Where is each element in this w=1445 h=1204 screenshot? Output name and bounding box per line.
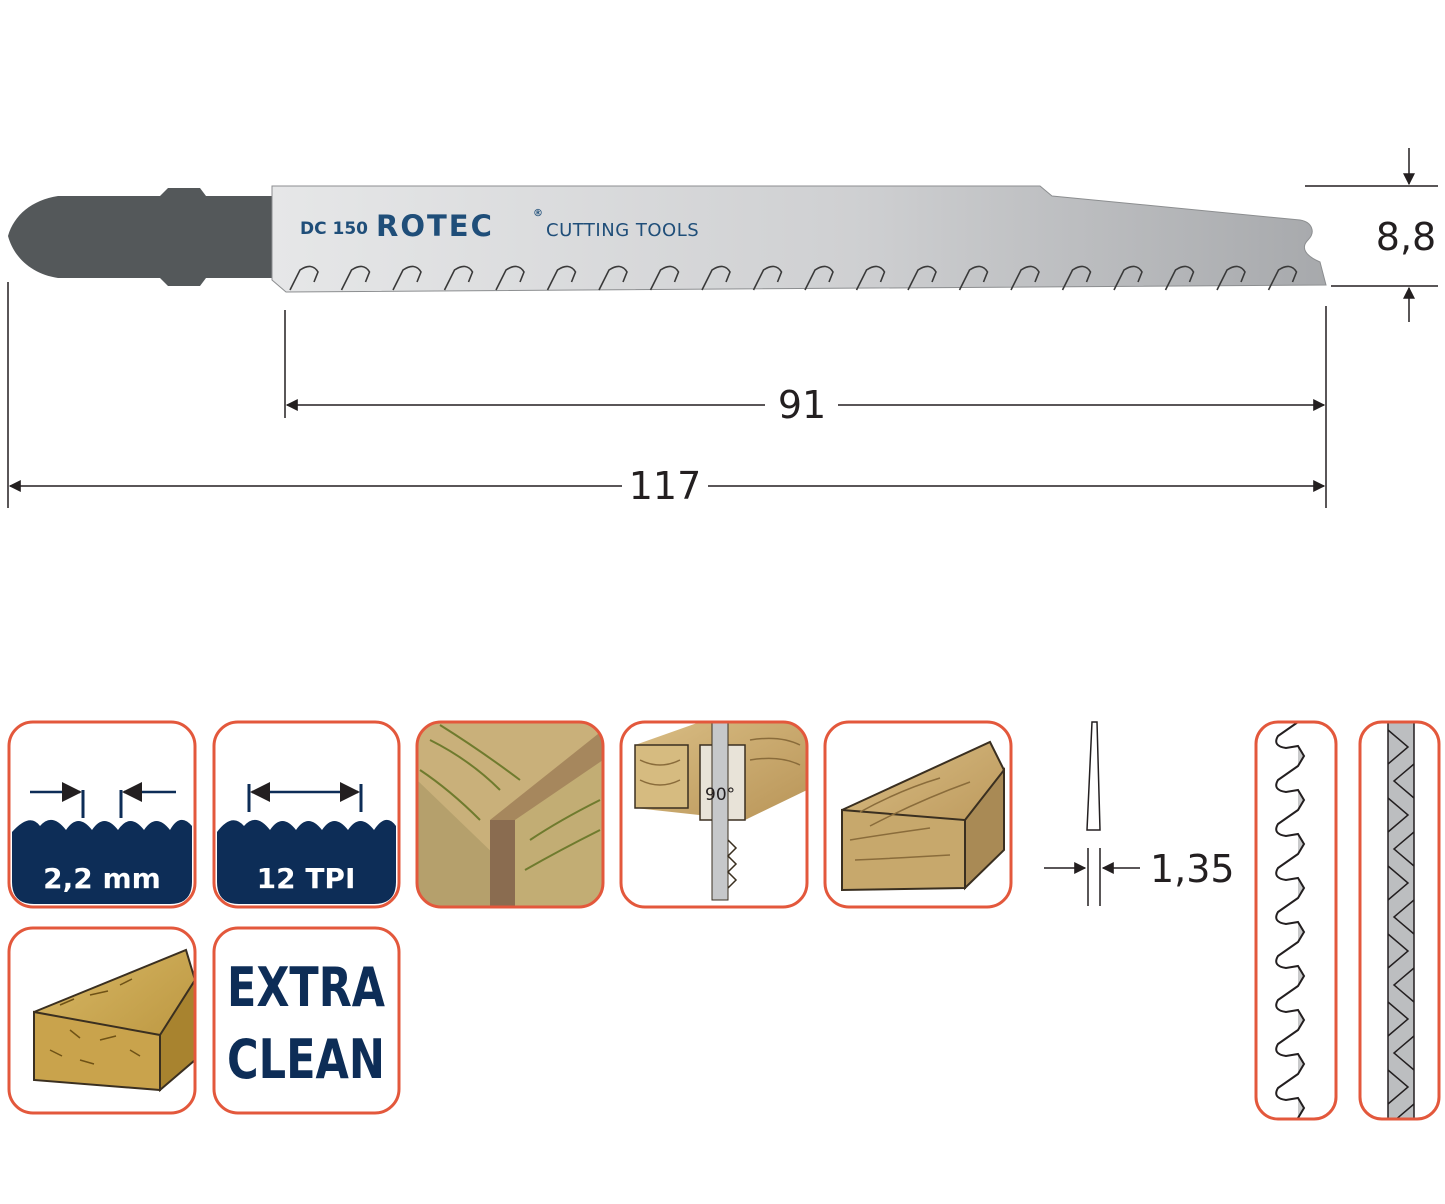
blade-shank [8,188,272,286]
blade-model-label: DC 150 [300,219,368,239]
working-length-value: 91 [778,383,826,427]
blade-height-value: 8,8 [1376,215,1436,259]
total-length-value: 117 [629,464,702,508]
saw-blade: DC 150 ROTEC ® CUTTING TOOLS [8,185,1327,293]
tooth-pitch-label: 2,2 mm [43,862,161,895]
dimension-lines [7,148,1438,508]
thickness-value: 1,35 [1150,847,1235,891]
registered-mark: ® [533,208,543,219]
blade-tagline: CUTTING TOOLS [546,220,699,241]
blade-tooth-outline [289,265,1298,291]
tooth-set-icon [1358,720,1441,1121]
extra-clean-line1: EXTRA [227,956,385,1019]
extra-clean-line2: CLEAN [227,1028,385,1091]
straight-cut-90-icon: 90° [619,720,809,909]
solid-wood-icon [823,720,1013,909]
blade-teeth [289,265,1298,291]
brand-logo: ROTEC [376,209,494,243]
angle-label: 90° [705,785,735,805]
tooth-profile-icon [1254,720,1338,1121]
tpi-label: 12 TPI [257,862,356,895]
blade-body [271,185,1327,293]
chipboard-icon [7,926,197,1115]
thickness-diagram: 1,35 [1044,721,1235,906]
laminated-board-icon [415,720,605,909]
extra-clean-icon: EXTRA CLEAN [212,926,401,1115]
tpi-icon: 12 TPI [212,720,401,909]
tooth-pitch-icon: 2,2 mm [7,720,197,909]
